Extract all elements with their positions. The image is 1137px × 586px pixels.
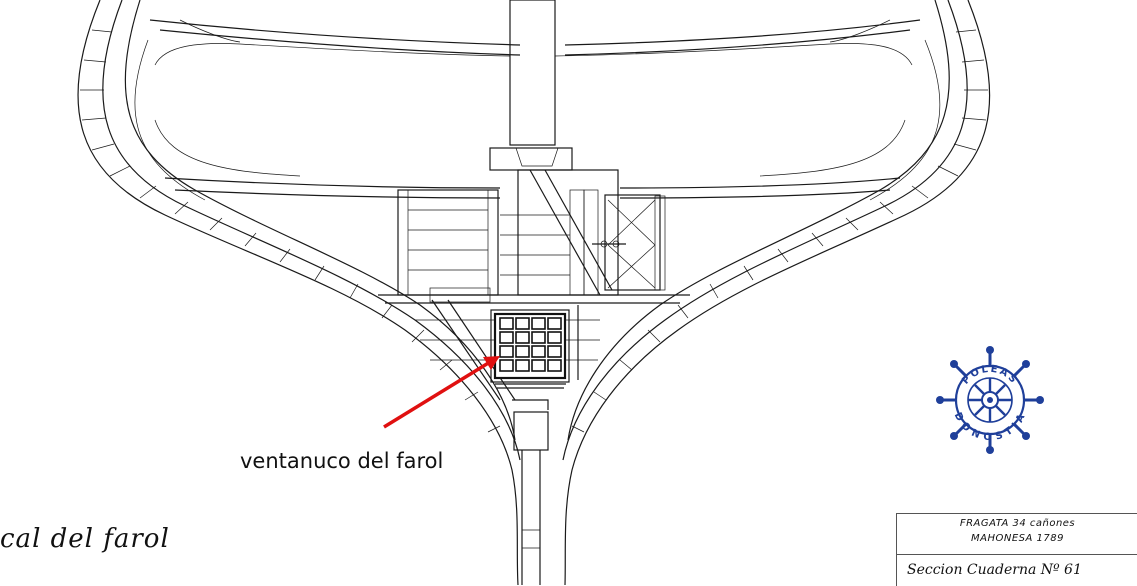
planking-ticks-left bbox=[80, 29, 501, 433]
central-structure bbox=[378, 147, 690, 304]
title-line-1: FRAGATA 34 cañones bbox=[959, 518, 1076, 529]
title-block: FRAGATA 34 cañones MAHONESA 1789 Seccion… bbox=[896, 513, 1137, 586]
lantern-structure bbox=[415, 299, 600, 401]
keel bbox=[512, 399, 549, 585]
upper-deck-beam bbox=[149, 0, 921, 146]
lantern-window-grid bbox=[493, 312, 567, 380]
hull-inner-frame bbox=[124, 0, 950, 441]
title-line-2: MAHONESA 1789 bbox=[971, 533, 1064, 544]
callout-label: ventanuco del farol bbox=[240, 449, 444, 473]
partial-caption: cal del farol bbox=[0, 524, 170, 554]
callout-arrow bbox=[383, 356, 500, 429]
title-block-header: FRAGATA 34 cañones MAHONESA 1789 bbox=[897, 514, 1137, 555]
planking-ticks-right bbox=[571, 29, 988, 433]
hull-outer-planking bbox=[77, 0, 991, 585]
section-label: Seccion Cuaderna Nº 61 bbox=[907, 562, 1082, 578]
poleas-donostia-logo: POLEAS DONOSTIA bbox=[936, 346, 1044, 454]
lower-deck-beam bbox=[154, 119, 906, 199]
